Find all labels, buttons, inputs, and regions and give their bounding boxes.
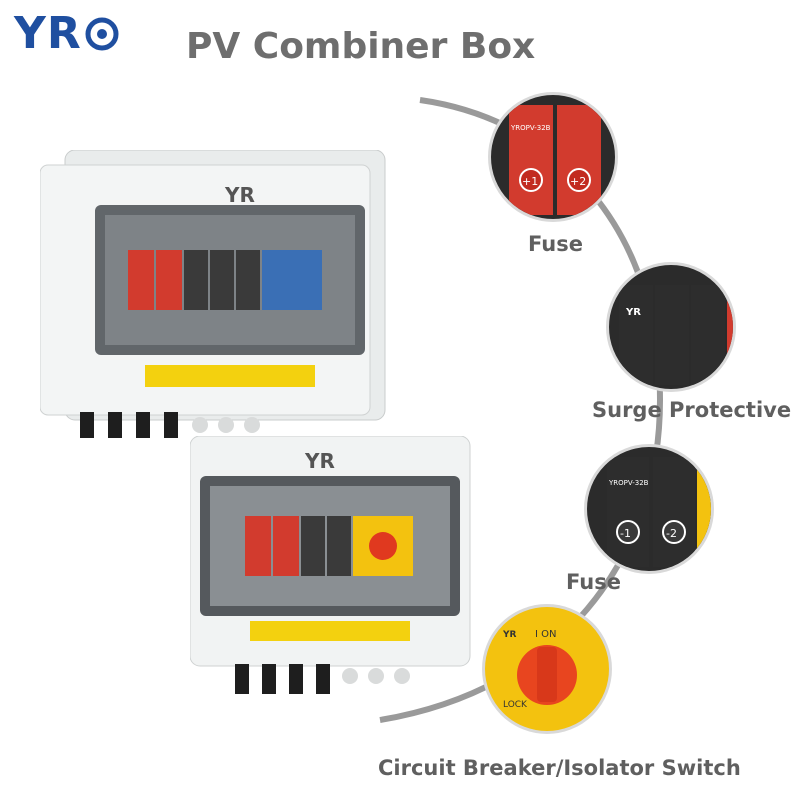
- combiner-box-small: YR: [190, 436, 471, 694]
- callout-surge-protective: YR: [606, 262, 736, 392]
- fuse-model: YROPV-32B: [510, 124, 551, 132]
- fuse-badge: -1: [620, 527, 631, 540]
- switch-lock-label: LOCK: [503, 700, 528, 710]
- brand-logo: YR: [14, 8, 120, 59]
- spd-brand: YR: [625, 307, 641, 318]
- fuse-model: YROPV-32B: [608, 479, 649, 487]
- callout-fuse-top: +1 +2 YROPV-32B: [488, 92, 618, 222]
- callout-isolator-switch: I ON LOCK YR: [482, 604, 612, 734]
- callout-label-fuse-top: Fuse: [528, 232, 583, 256]
- callout-label-surge-protective: Surge Protective: [592, 398, 792, 422]
- switch-on-label: I ON: [535, 629, 556, 640]
- box-logo: YR: [224, 183, 255, 207]
- switch-brand: YR: [502, 630, 517, 640]
- callout-label-isolator-switch: Circuit Breaker/Isolator Switch: [378, 756, 741, 780]
- brand-logo-text: YR: [14, 8, 82, 59]
- page-title: PV Combiner Box: [186, 26, 536, 67]
- fuse-badge: +2: [570, 175, 586, 188]
- fuse-badge: +1: [522, 175, 538, 188]
- callout-fuse-bottom: -1 -2 YROPV-32B: [584, 444, 714, 574]
- sun-ring-icon: [85, 17, 119, 50]
- callout-label-fuse-bottom: Fuse: [566, 570, 621, 594]
- combiner-box-large: YR: [40, 150, 386, 438]
- fuse-badge: -2: [666, 527, 677, 540]
- box-logo: YR: [304, 449, 335, 473]
